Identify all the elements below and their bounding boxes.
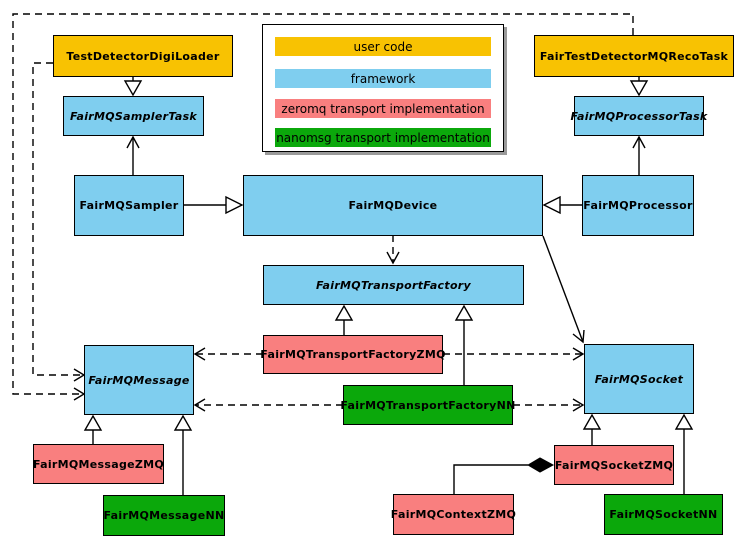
legend-item-zeromq: zeromq transport implementation: [275, 99, 491, 118]
edge-socketnn-inherits-socket: [674, 413, 694, 494]
class-box-fairmqsamplertask: FairMQSamplerTask: [63, 96, 204, 136]
class-box-fairmqtransportfactorynn: FairMQTransportFactoryNN: [340, 385, 515, 425]
class-box-fairmqsampler: FairMQSampler: [74, 175, 184, 236]
legend-item-user-code: user code: [275, 37, 491, 56]
edge-device-to-socket: [542, 235, 585, 344]
legend-item-framework: framework: [275, 69, 491, 88]
class-box-fairmqmessagenn: FairMQMessageNN: [103, 495, 225, 536]
legend-item-nanomsg: nanomsg transport implementation: [275, 128, 491, 147]
edge-processor-inherits-device: [542, 195, 582, 215]
edge-digiloader-inherits-samplertask: [123, 77, 143, 97]
edge-transportfactorynn-to-message: [193, 398, 343, 412]
edge-transportfactorynn-to-socket: [513, 398, 585, 412]
class-box-fairmqprocessor: FairMQProcessor: [582, 175, 694, 236]
edge-messagezmq-inherits-message: [83, 414, 103, 444]
class-box-fairmqcontextzmq: FairMQContextZMQ: [391, 494, 516, 535]
edge-recotask-inherits-processortask: [629, 77, 649, 97]
edge-transportfactoryzmq-inherits-transportfactory: [334, 304, 354, 336]
edge-messagenn-inherits-message: [173, 414, 193, 495]
class-box-testdetectordigiloader: TestDetectorDigiLoader: [53, 35, 233, 77]
class-box-fairmqsocketnn: FairMQSocketNN: [604, 494, 723, 535]
class-box-fairtestdetectormqrecotask: FairTestDetectorMQRecoTask: [534, 35, 734, 77]
edge-socketzmq-inherits-socket: [582, 413, 602, 445]
edge-sampler-inherits-device: [184, 195, 244, 215]
edge-sampler-to-samplertask: [126, 135, 140, 175]
edge-transportfactoryzmq-to-socket: [443, 347, 585, 361]
class-box-fairmqdevice: FairMQDevice: [243, 175, 543, 236]
class-box-fairmqmessagezmq: FairMQMessageZMQ: [33, 444, 164, 484]
edge-processor-to-processortask: [632, 135, 646, 175]
edge-contextzmq-composition-socketzmq: [453, 457, 555, 494]
class-box-fairmqsocketzmq: FairMQSocketZMQ: [554, 445, 674, 485]
edge-transportfactorynn-inherits-transportfactory: [454, 304, 474, 386]
class-box-fairmqtransportfactoryzmq: FairMQTransportFactoryZMQ: [260, 335, 445, 374]
class-box-fairmqsocket: FairMQSocket: [584, 344, 694, 414]
legend: user code framework zeromq transport imp…: [262, 24, 504, 152]
edge-device-to-transportfactory: [386, 235, 400, 265]
class-box-fairmqtransportfactory: FairMQTransportFactory: [263, 265, 524, 305]
class-box-fairmqprocessortask: FairMQProcessorTask: [570, 96, 707, 136]
class-box-fairmqmessage: FairMQMessage: [84, 345, 194, 415]
edge-transportfactoryzmq-to-message: [193, 347, 263, 361]
